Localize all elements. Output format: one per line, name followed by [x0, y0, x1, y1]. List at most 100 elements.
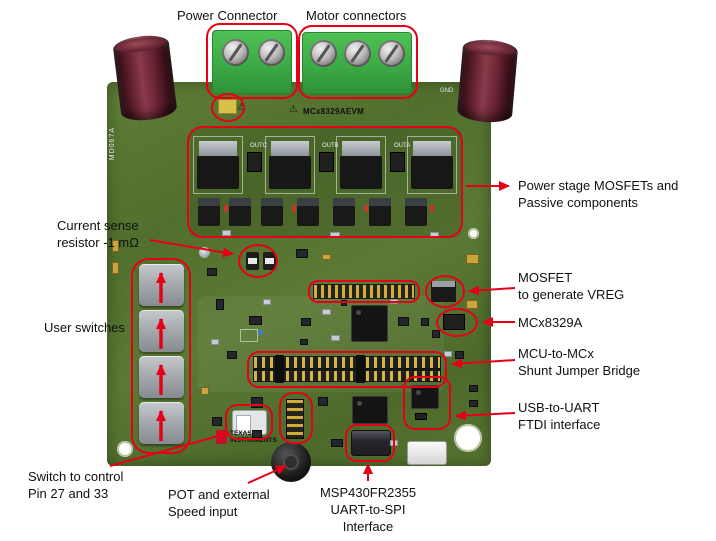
pin-switch-annotation-box — [225, 404, 273, 440]
power-stage-annotation-box — [187, 126, 463, 238]
ftdi-annotation-box — [403, 376, 451, 430]
motor-terminal-block — [302, 32, 412, 94]
smd-component — [444, 351, 452, 357]
smd-marking — [224, 205, 228, 212]
power-mosfet — [197, 141, 239, 189]
electrolytic-capacitor-right — [456, 37, 519, 125]
power-mosfet — [411, 141, 453, 189]
silkscreen-outa: OUTA — [394, 143, 411, 149]
warning-icon: ⚠ — [289, 104, 298, 115]
smd-component — [432, 330, 440, 338]
power-stage-label: Power stage MOSFETs and Passive componen… — [518, 178, 679, 210]
smd-component — [469, 385, 478, 392]
msp430-chip — [352, 396, 388, 424]
mounting-hole — [468, 228, 479, 239]
silkscreen-outb: OUTB — [322, 143, 339, 149]
mcx8329a-chip — [351, 305, 388, 342]
smd-component — [466, 300, 478, 309]
smd-component — [398, 317, 409, 326]
power-mosfet — [340, 141, 382, 189]
smd-marking — [430, 205, 434, 212]
terminal-screw — [344, 40, 371, 67]
smd-component — [296, 249, 308, 258]
msp430-label: MSP430FR2355 UART-to-SPI Interface — [319, 485, 417, 534]
fuse-annotation-ellipse — [211, 93, 245, 122]
silkscreen-outline — [265, 136, 315, 194]
smd-component — [263, 299, 271, 305]
gate-driver-part — [390, 152, 405, 172]
board-title-silkscreen: MCx8329AEVM — [303, 107, 365, 116]
mounting-hole — [454, 424, 482, 452]
usb-uart-label: USB-to-UART FTDI interface — [518, 400, 601, 432]
smd-component — [331, 439, 343, 447]
smd-mosfet — [261, 198, 283, 226]
smd-component — [222, 230, 231, 236]
smd-component — [466, 254, 479, 264]
smd-component — [300, 339, 308, 345]
power-connector-label: Power Connector — [177, 8, 278, 23]
smd-component — [112, 240, 119, 252]
jumper-bridge-annotation-box — [247, 351, 447, 388]
smd-component — [318, 397, 328, 406]
mounting-hole — [117, 441, 133, 457]
smd-component — [216, 299, 224, 310]
switch-control-label: Switch to control Pin 27 and 33 — [28, 469, 124, 501]
jumper-bridge-label: MCU-to-MCx Shunt Jumper Bridge — [518, 346, 641, 378]
smd-component — [211, 339, 219, 345]
smd-component — [251, 397, 263, 408]
mcx8329a-annotation-ellipse — [436, 308, 478, 337]
smd-component — [199, 247, 210, 258]
smd-component — [421, 318, 429, 326]
motor-connectors-annotation-box — [298, 25, 418, 99]
usb-connector — [407, 441, 447, 465]
user-switches-annotation-box — [131, 258, 191, 454]
smd-component — [240, 329, 258, 342]
smd-component — [258, 330, 263, 335]
board-code-silkscreen: MD067A — [109, 127, 116, 161]
jumper-cap — [275, 355, 284, 383]
silkscreen-outline — [336, 136, 386, 194]
pin-header-row — [313, 284, 415, 299]
current-sense-annotation-ellipse — [238, 244, 278, 278]
mcx8329a-label: MCx8329A — [518, 315, 583, 330]
pot-input-label: POT and external Speed input — [168, 487, 270, 519]
smd-component — [207, 268, 217, 276]
user-switches-label: User switches — [44, 320, 125, 335]
smd-component — [227, 351, 237, 359]
gate-driver-part — [247, 152, 262, 172]
smd-component — [322, 309, 331, 315]
smd-component — [301, 318, 311, 326]
ti-brand-text: TEXAS INSTRUMENTS — [230, 430, 277, 444]
potentiometer-knob — [271, 442, 311, 482]
silkscreen-outline — [407, 136, 457, 194]
smd-marking — [292, 205, 296, 212]
motor-connectors-label: Motor connectors — [306, 8, 407, 23]
jumper-cap — [356, 355, 365, 383]
smd-mosfet — [405, 198, 427, 226]
smd-component — [249, 316, 262, 325]
smd-mosfet — [229, 198, 251, 226]
terminal-screw — [258, 39, 285, 66]
smd-component — [341, 300, 347, 306]
speed-input-header — [286, 399, 304, 439]
smd-component — [112, 262, 119, 274]
msp-connector-annotation-box — [345, 424, 395, 462]
pot-header-annotation-box — [279, 392, 313, 444]
smd-mosfet — [369, 198, 391, 226]
smd-component — [331, 335, 340, 341]
gnd-silkscreen: GND — [440, 88, 454, 94]
power-terminal-block — [212, 30, 292, 94]
gate-driver-part — [319, 152, 334, 172]
terminal-screw — [378, 40, 405, 67]
smd-component — [455, 351, 464, 359]
smd-mosfet — [297, 198, 319, 226]
silkscreen-outline — [193, 136, 243, 194]
smd-mosfet — [333, 198, 355, 226]
vreg-mosfet-label: MOSFET to generate VREG — [518, 270, 625, 302]
smd-component — [469, 400, 478, 407]
terminal-screw — [310, 40, 337, 67]
smd-component — [201, 387, 209, 395]
smd-part — [415, 413, 427, 420]
vreg-mosfet-annotation-ellipse — [425, 275, 465, 308]
